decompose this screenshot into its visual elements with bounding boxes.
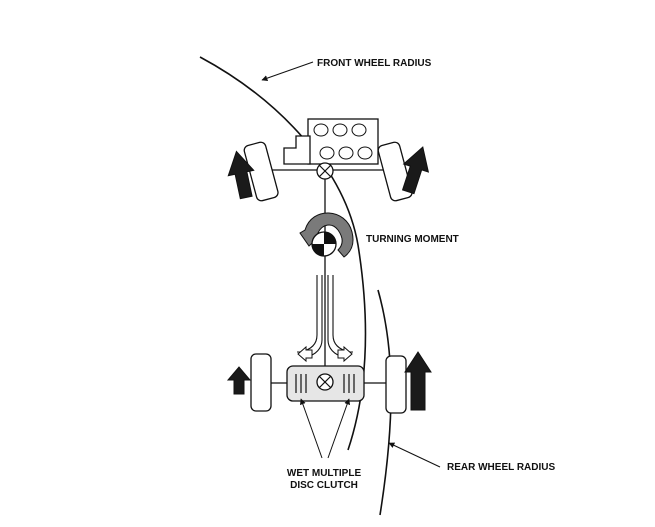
engine-block <box>307 118 379 165</box>
transmission <box>283 135 311 165</box>
turning-moment-label: TURNING MOMENT <box>366 234 459 245</box>
front-wheel-radius-label: FRONT WHEEL RADIUS <box>317 58 432 69</box>
clutch-label-line1: WET MULTIPLE <box>287 468 362 479</box>
clutch-pointer-left <box>299 398 323 459</box>
rear-left-up-arrow-icon <box>226 366 252 395</box>
front-right-up-arrow-icon <box>401 146 430 195</box>
front-radius-leader <box>261 61 314 82</box>
curved-arrow-icon <box>299 212 354 258</box>
rear-radius-leader <box>388 442 441 468</box>
rear-left-wheel <box>250 353 272 412</box>
rear-right-wheel <box>385 355 407 414</box>
pivot-icon <box>316 162 334 180</box>
torque-flow-left <box>297 275 318 353</box>
rear-right-up-arrow-icon <box>404 351 432 411</box>
front-right-wheel <box>377 141 413 202</box>
right-outflow-arrow-icon <box>337 345 353 363</box>
center-of-gravity-icon <box>311 231 337 257</box>
left-outflow-arrow-icon <box>297 345 313 363</box>
front-left-up-arrow-icon <box>227 150 255 200</box>
torque-flow-right <box>332 275 353 353</box>
clutch-label-line2: DISC CLUTCH <box>290 480 358 491</box>
front-left-wheel <box>243 141 279 202</box>
rear-wheel-radius-label: REAR WHEEL RADIUS <box>447 462 555 473</box>
clutch-pointer-right <box>327 398 351 459</box>
rear-differential <box>286 365 365 402</box>
